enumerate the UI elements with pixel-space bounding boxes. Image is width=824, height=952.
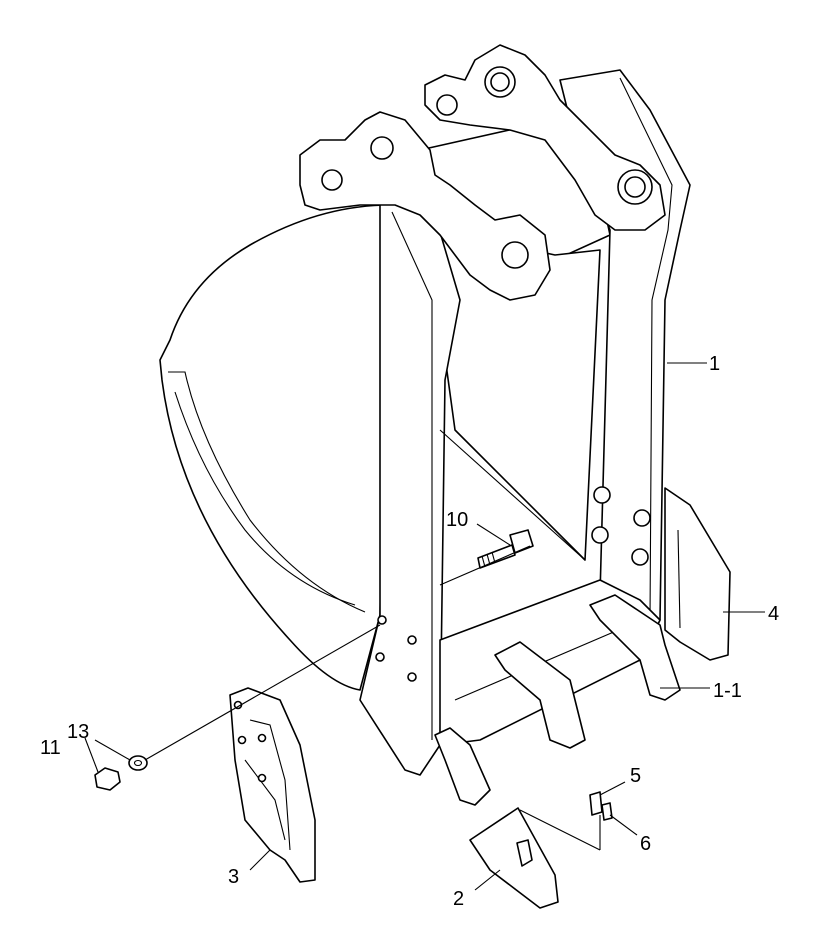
callout-11: 11 [40,737,61,759]
washer [128,755,148,771]
lock-pin [589,791,603,816]
callout-5: 5 [630,765,641,787]
bucket-body [159,44,691,776]
callout-1-1: 1-1 [713,680,742,702]
callout-6: 6 [640,833,651,855]
callout-3: 3 [228,866,239,888]
callout-10: 10 [446,509,468,531]
side-cutter [664,487,731,661]
callout-1: 1 [709,353,720,375]
nut [94,767,121,791]
side-protector-plate [229,687,316,883]
callout-4: 4 [768,603,779,625]
leader-lines [84,362,765,891]
callout-13: 13 [67,721,89,743]
tooth-adapters [434,594,681,806]
callout-2: 2 [453,888,464,910]
retainer [601,802,613,821]
bolt [477,529,534,569]
tooth-point [469,807,559,909]
